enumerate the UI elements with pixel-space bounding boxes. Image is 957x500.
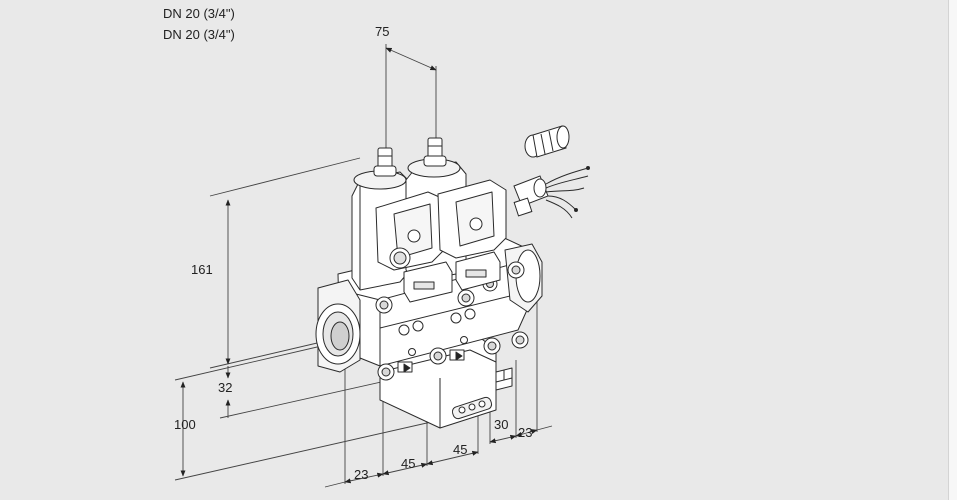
dim-label-bottom-a: 23 (354, 467, 369, 482)
dim-label-height-total: 161 (191, 262, 213, 277)
dim-label-bottom-b: 45 (401, 456, 416, 471)
dim-label-bottom-c: 45 (453, 442, 468, 457)
dim-label-right-b: 23 (518, 425, 533, 440)
dim-label-offset-mid: 32 (218, 380, 233, 395)
dim-label-right-a: 30 (494, 417, 509, 432)
nominal-size-line-1: DN 20 (3/4") (163, 6, 235, 21)
cable-gland (524, 125, 570, 158)
accessories (513, 125, 590, 219)
dim-label-height-lower: 100 (174, 417, 196, 432)
pressure-ports (397, 308, 476, 373)
adjusting-screws (373, 137, 447, 177)
dimension-lines (174, 44, 553, 488)
nominal-size-line-2: DN 20 (3/4") (163, 27, 235, 42)
right-edge-band (948, 0, 957, 500)
connector-plug (513, 166, 590, 219)
dim-label-top-spacing: 75 (375, 24, 390, 39)
valve-assembly (315, 137, 543, 429)
